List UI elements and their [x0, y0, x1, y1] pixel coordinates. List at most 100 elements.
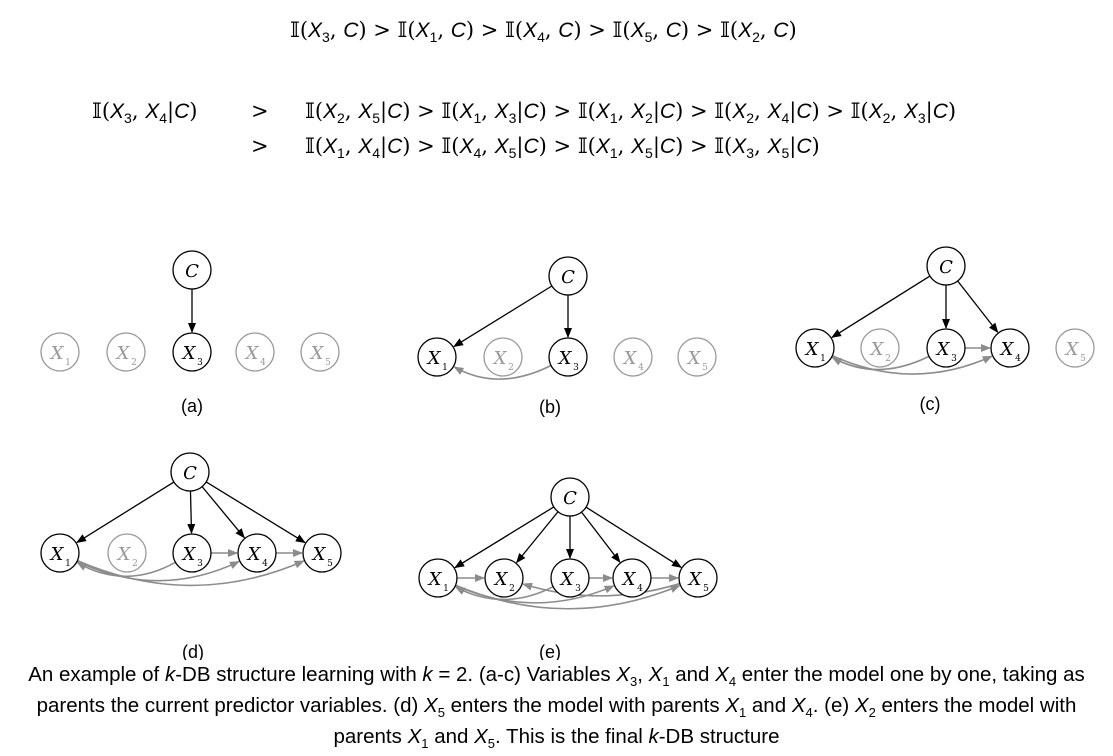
feature-edge-x1-x4	[76, 560, 240, 582]
node-label: C	[563, 488, 577, 509]
cmi-ranking-line2: 𝕀(X1, X4|C) > 𝕀(X4, X5|C) > 𝕀(X1, X5|C) …	[305, 134, 820, 162]
node-subscript: 2	[508, 363, 514, 373]
node-c: C	[550, 477, 590, 517]
node-label: X	[426, 348, 442, 369]
node-label: X	[181, 544, 197, 565]
node-subscript: 3	[575, 584, 581, 594]
class-edge-x5	[205, 481, 306, 544]
class-edge-x1	[454, 506, 555, 569]
class-edge-x4	[581, 511, 621, 563]
node-c: C	[172, 250, 212, 290]
node-label: X	[622, 348, 638, 369]
mi-fn: 𝕀	[441, 134, 452, 158]
node-subscript: 1	[443, 584, 449, 594]
node-label: C	[183, 463, 197, 484]
feature-edge-x1-x5	[455, 584, 681, 610]
feature-edge-x3-x1	[831, 355, 930, 371]
node-subscript: 2	[885, 354, 891, 364]
mi-class-ranking: 𝕀(X3, C) > 𝕀(X1, C) > 𝕀(X4, C) > 𝕀(X5, C…	[290, 18, 797, 46]
node-subscript: 3	[951, 354, 957, 364]
class-edge-x5	[585, 506, 682, 568]
node-c: C	[170, 452, 210, 492]
node-subscript: 3	[197, 559, 203, 569]
mi-fn: 𝕀	[305, 134, 315, 158]
mi-fn: 𝕀	[305, 99, 315, 123]
node-label: X	[493, 569, 509, 590]
node-subscript: 3	[573, 363, 579, 373]
node-subscript: 4	[637, 584, 643, 594]
node-subscript: 2	[131, 358, 137, 368]
node-label: X	[557, 348, 573, 369]
mi-fn: 𝕀	[577, 134, 588, 158]
feature-edge-x3-x1	[453, 364, 552, 380]
panel-label: (e)	[539, 642, 561, 660]
node-label: X	[492, 348, 508, 369]
node-label: X	[246, 544, 262, 565]
panel-label: (b)	[539, 397, 561, 417]
cmi-ranking-line1: 𝕀(X2, X5|C) > 𝕀(X1, X3|C) > 𝕀(X1, X2|C) …	[305, 99, 957, 127]
node-subscript: 5	[327, 559, 333, 569]
node-label: X	[804, 339, 820, 360]
node-label: X	[621, 569, 637, 590]
node-label: C	[185, 261, 199, 282]
node-label: X	[427, 569, 443, 590]
node-label: X	[49, 544, 65, 565]
node-subscript: 4	[262, 559, 268, 569]
node-subscript: 2	[132, 559, 138, 569]
node-label: C	[939, 257, 953, 278]
node-subscript: 2	[509, 584, 515, 594]
node-label: X	[869, 339, 885, 360]
cmi-gt-2: >	[251, 134, 269, 158]
mi-fn: 𝕀	[505, 18, 515, 42]
mi-fn: 𝕀	[577, 99, 588, 123]
node-label: X	[1064, 339, 1080, 360]
mi-fn: 𝕀	[92, 99, 102, 123]
cmi-gt-1: >	[251, 99, 269, 123]
node-subscript: 5	[325, 358, 331, 368]
panel-label: (c)	[920, 394, 941, 414]
mi-fn: 𝕀	[714, 134, 725, 158]
class-edge-x2	[516, 511, 559, 564]
class-edge-x3	[187, 490, 196, 535]
node-subscript: 4	[638, 363, 644, 373]
mi-fn: 𝕀	[850, 99, 861, 123]
mi-fn: 𝕀	[714, 99, 725, 123]
node-label: X	[687, 569, 703, 590]
mi-fn: 𝕀	[441, 99, 452, 123]
mi-fn: 𝕀	[290, 18, 300, 42]
cmi-first-term: 𝕀(X3, X4|C)	[92, 99, 198, 127]
node-label: X	[116, 544, 132, 565]
figure-caption: An example of k-DB structure learning wi…	[28, 663, 1085, 752]
node-subscript: 5	[1080, 354, 1086, 364]
node-subscript: 5	[702, 363, 708, 373]
panel-label: (d)	[182, 642, 204, 660]
feature-edge-x1-x4	[832, 355, 993, 375]
node-label: X	[49, 343, 65, 364]
mi-fn: 𝕀	[720, 18, 730, 42]
node-subscript: 5	[703, 584, 709, 594]
node-label: X	[559, 569, 575, 590]
node-subscript: 4	[260, 358, 266, 368]
node-subscript: 1	[65, 559, 71, 569]
node-label: X	[311, 544, 327, 565]
